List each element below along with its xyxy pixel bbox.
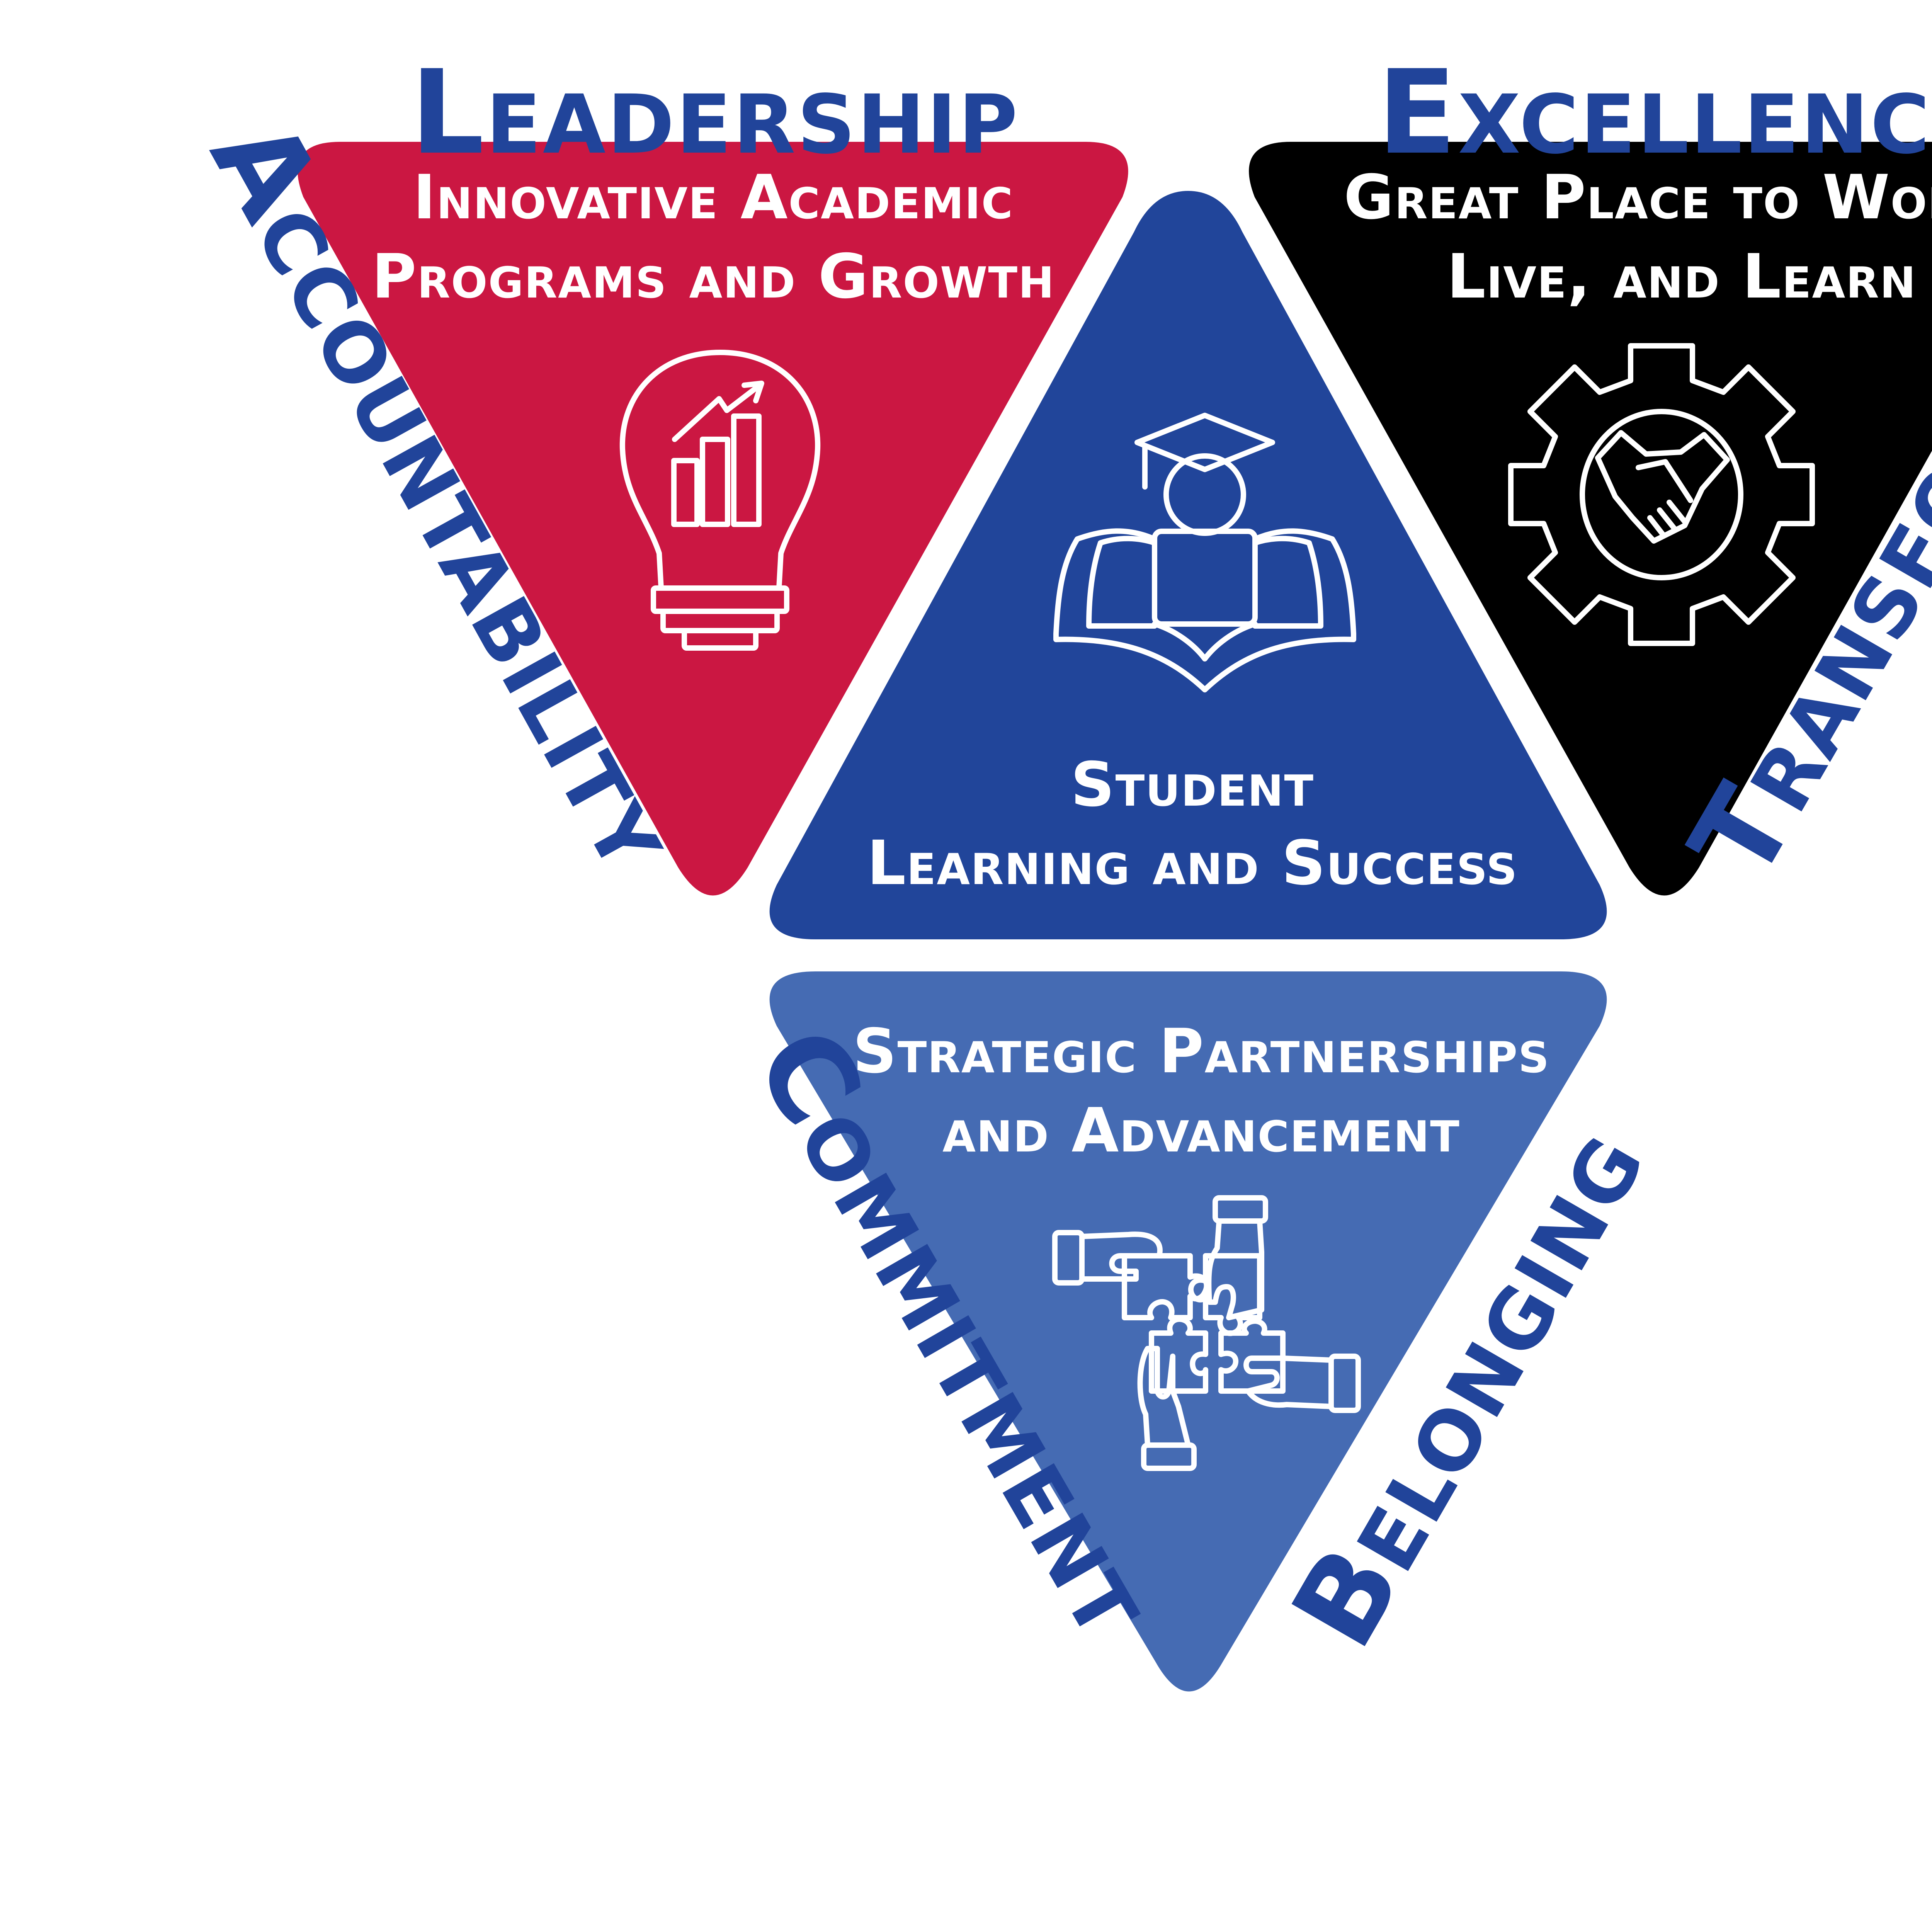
pillar-title-line1: Great Place to Work, bbox=[1344, 162, 1932, 233]
lightbulb-bar-chart-icon bbox=[619, 350, 821, 651]
pillar-title-line2: Learning and Success bbox=[867, 828, 1518, 899]
pillar-title-line2: Live, and Learn bbox=[1447, 241, 1916, 312]
value-label-excellence: Excellence bbox=[1377, 45, 1932, 180]
pillar-strategic-partnerships: Strategic Partnerships and Advancement bbox=[769, 971, 1607, 1692]
crimson-triangle bbox=[298, 142, 1128, 896]
royal-blue-triangle bbox=[769, 191, 1607, 939]
pillar-title-line2: and Advancement bbox=[942, 1095, 1460, 1166]
value-label-leadership: Leadership bbox=[410, 45, 1019, 180]
pillar-great-place: Great Place to Work, Live, and Learn bbox=[1249, 142, 1932, 896]
pillar-student-learning: Student Learning and Success bbox=[769, 191, 1607, 939]
graduate-book-icon bbox=[1053, 413, 1356, 692]
black-triangle bbox=[1249, 142, 1932, 896]
hands-puzzle-icon bbox=[1052, 1195, 1361, 1471]
gear-handshake-icon bbox=[1508, 343, 1815, 646]
pillar-title-line2: Programs and Growth bbox=[372, 241, 1055, 312]
pillar-title-line1: Student bbox=[1071, 749, 1314, 820]
pillar-title-line1: Innovative Academic bbox=[413, 162, 1014, 233]
pillar-innovative-academic-programs: Innovative Academic Programs and Growth bbox=[298, 142, 1128, 896]
pillar-title-line1: Strategic Partnerships bbox=[853, 1016, 1550, 1087]
